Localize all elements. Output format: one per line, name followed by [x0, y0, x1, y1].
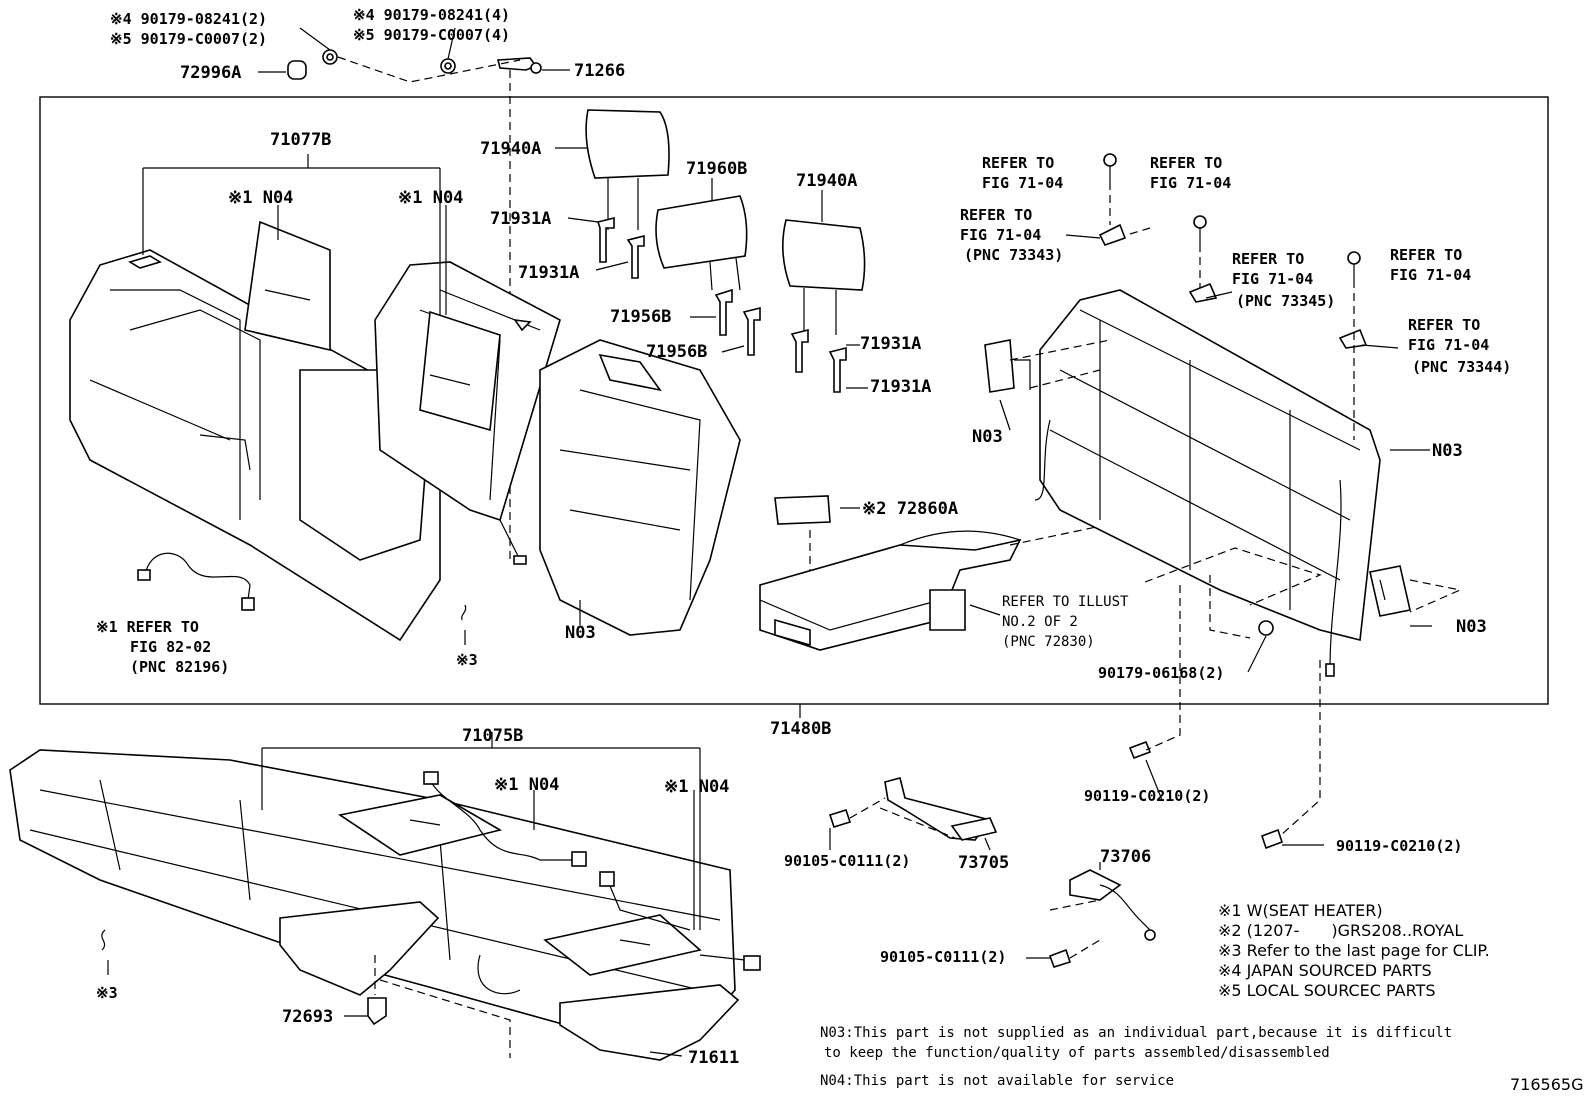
armrest-drawing [759, 495, 1131, 651]
frame-ref-a-1: REFER TO [982, 154, 1054, 172]
bracket-left-label: 73705 [958, 853, 1009, 873]
seatback-n04-right-label: ※1 N04 [398, 188, 463, 208]
headrest-center-label: 71960B [686, 159, 747, 179]
frame-ref-d-3: (PNC 73345) [1236, 292, 1335, 310]
legend-line-4: ※4 JAPAN SOURCED PARTS [1218, 961, 1432, 980]
figure-code: 716565G [1510, 1075, 1583, 1094]
frame-nut-label: 90179-06168(2) [1098, 664, 1224, 682]
pad-label: 71611 [688, 1048, 739, 1068]
frame-ref-c-2: FIG 71-04 [960, 226, 1041, 244]
support-b-label-2: 71956B [646, 342, 707, 362]
seat-cushion-drawing [9, 749, 761, 1061]
legend-line-3: ※3 Refer to the last page for CLIP. [1218, 941, 1490, 960]
bracket-right-label: 73706 [1100, 847, 1151, 867]
frame-bolt-b-label: 90119-C0210(2) [1336, 837, 1462, 855]
frame-ref-f-3: (PNC 73344) [1412, 358, 1511, 376]
note-n03-line-2: to keep the function/quality of parts as… [824, 1045, 1330, 1061]
seatback-cover-label: 71077B [270, 130, 331, 150]
legend-line-2: ※2 (1207- )GRS208..ROYAL [1218, 921, 1463, 940]
grommet-label: 72996A [180, 63, 241, 83]
frame-ref-c-1: REFER TO [960, 206, 1032, 224]
frame-ref-f-1: REFER TO [1408, 316, 1480, 334]
armrest-ref-label-1: REFER TO ILLUST [1002, 594, 1129, 610]
headrest-left-label: 71940A [480, 139, 541, 159]
lower-bolt-left-label: 90105-C0111(2) [784, 852, 910, 870]
support-b-label-1: 71956B [610, 307, 671, 327]
harness-ref-label-1: ※1 REFER TO [96, 618, 199, 636]
assembly-frame [39, 96, 1549, 705]
note-n03-line-1: N03:This part is not supplied as an indi… [820, 1025, 1452, 1041]
harness-ref-label-2: FIG 82-02 [130, 638, 211, 656]
headrest-drawings [585, 109, 866, 393]
frame-ref-c-3: (PNC 73343) [964, 246, 1063, 264]
seatback-frame-drawing [984, 153, 1462, 850]
frame-ref-e-1: REFER TO [1390, 246, 1462, 264]
frame-ref-b-2: FIG 71-04 [1150, 174, 1231, 192]
frame-ref-a-2: FIG 71-04 [982, 174, 1063, 192]
frame-leaders [999, 234, 1432, 846]
armrest-ref-label-2: NO.2 OF 2 [1002, 614, 1078, 630]
seatback-leaders [142, 154, 581, 645]
frame-n03-bottom-label: N03 [1456, 617, 1487, 637]
nut-right-label-2: ※5 90179-C0007(4) [353, 26, 510, 44]
note-n04: N04:This part is not available for servi… [820, 1073, 1174, 1089]
frame-bolt-a-label: 90119-C0210(2) [1084, 787, 1210, 805]
nut-right-label-1: ※4 90179-08241(4) [353, 6, 510, 24]
armrest-ref-label-3: (PNC 72830) [1002, 634, 1095, 650]
frame-ref-b-1: REFER TO [1150, 154, 1222, 172]
support-label-1: 71931A [490, 209, 551, 229]
headrest-right-label: 71940A [796, 171, 857, 191]
frame-ref-d-2: FIG 71-04 [1232, 270, 1313, 288]
frame-ref-d-1: REFER TO [1232, 250, 1304, 268]
support-label-4: 71931A [870, 377, 931, 397]
lower-brackets-drawing [828, 777, 1156, 968]
cushion-n04-left-label: ※1 N04 [494, 775, 559, 795]
cushion-clip-ref-label: ※3 [96, 984, 118, 1002]
seatback-n04-left-label: ※1 N04 [228, 188, 293, 208]
nut-left-label-1: ※4 90179-08241(2) [110, 10, 267, 28]
support-label-2: 71931A [518, 263, 579, 283]
seatback-n03-label: N03 [565, 623, 596, 643]
frame-ref-e-2: FIG 71-04 [1390, 266, 1471, 284]
seatback-cover-drawing [69, 220, 741, 642]
assembly-label: 71480B [770, 719, 831, 739]
lower-bolt-right-label: 90105-C0111(2) [880, 948, 1006, 966]
cushion-n04-right-label: ※1 N04 [664, 777, 729, 797]
labels: ※4 90179-08241(2) ※5 90179-C0007(2) ※4 9… [96, 6, 1583, 1094]
legend-line-1: ※1 W(SEAT HEATER) [1218, 901, 1383, 920]
nut-left-label-2: ※5 90179-C0007(2) [110, 30, 267, 48]
cushion-cover-label: 71075B [462, 726, 523, 746]
harness-ref-label-3: (PNC 82196) [130, 658, 229, 676]
seatback-clip-ref-label: ※3 [456, 651, 478, 669]
frame-n03-right-label: N03 [1432, 441, 1463, 461]
hook-label: 72693 [282, 1007, 333, 1027]
bracket-label: 71266 [574, 61, 625, 81]
cup-holder-label: ※2 72860A [862, 499, 958, 519]
legend-line-5: ※5 LOCAL SOURCEC PARTS [1218, 981, 1436, 1000]
support-label-3: 71931A [860, 334, 921, 354]
frame-ref-f-2: FIG 71-04 [1408, 336, 1489, 354]
headrest-leaders [555, 147, 868, 389]
frame-n03-left-label: N03 [972, 427, 1003, 447]
cushion-leaders [107, 732, 701, 1057]
lower-leaders [829, 828, 1101, 959]
